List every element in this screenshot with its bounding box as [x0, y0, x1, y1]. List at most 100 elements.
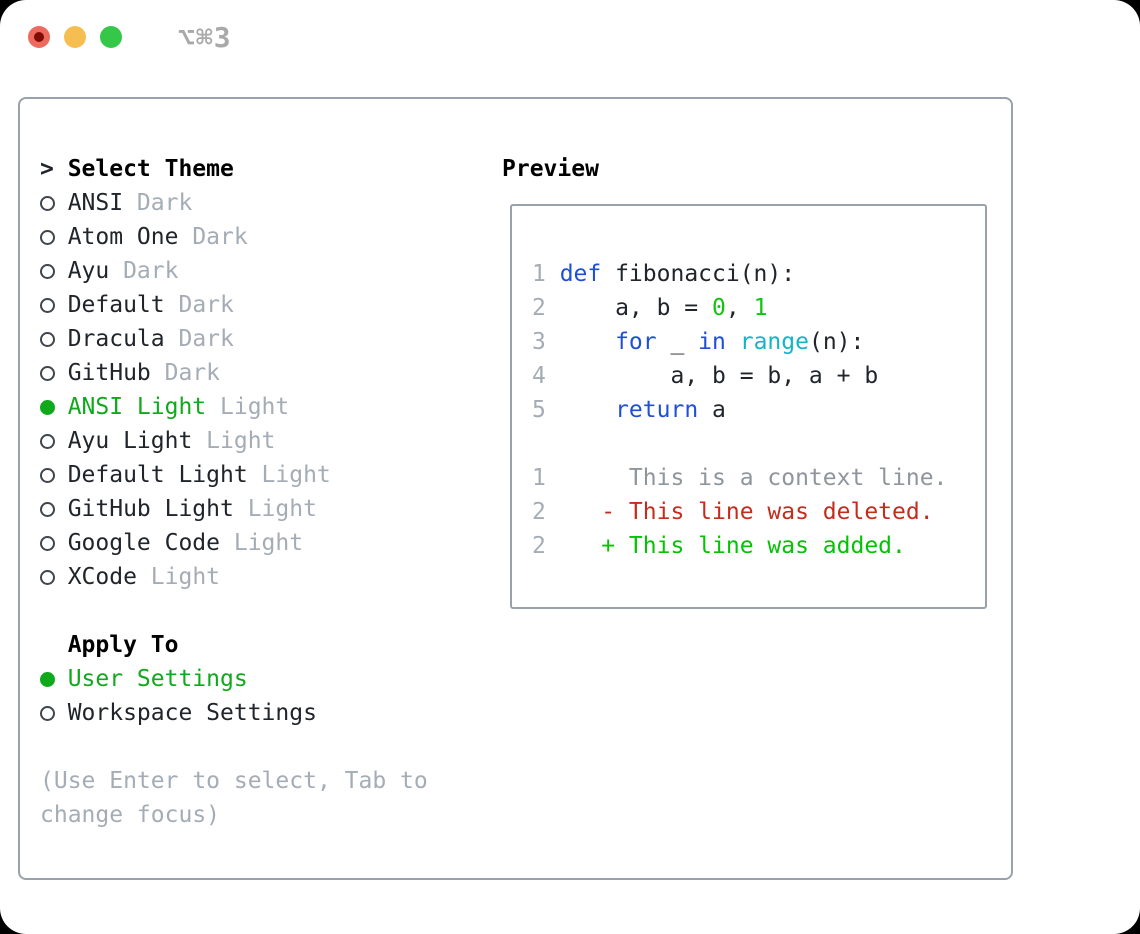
code-segment: (n): — [808, 329, 865, 355]
theme-variant-label: Light — [233, 530, 304, 556]
radio-icon — [40, 263, 55, 279]
theme-name: Ayu Light — [67, 428, 193, 454]
theme-name: GitHub Light — [67, 496, 234, 522]
preview-title: Preview — [502, 156, 599, 182]
apply-option-workspace-settings[interactable]: Workspace Settings — [40, 696, 428, 730]
theme-variant-label: Dark — [178, 292, 234, 318]
theme-variant-label: Light — [206, 428, 276, 454]
code-line: 1 def fibonacci(n): — [532, 257, 985, 291]
code-line — [532, 427, 985, 461]
radio-icon — [40, 331, 55, 347]
code-segment: 0 — [712, 295, 726, 321]
apply-to-header: Apply To — [40, 628, 428, 662]
zoom-button[interactable] — [100, 26, 122, 48]
window-title: ⌥⌘3 — [178, 20, 232, 54]
code-segment — [726, 325, 740, 359]
code-segment: return — [615, 397, 699, 423]
prompt-icon: > — [40, 156, 54, 182]
theme-option-xcode-light[interactable]: XCode Light — [40, 560, 428, 594]
apply-option-label: User Settings — [67, 666, 248, 692]
theme-variant-label: Dark — [164, 360, 221, 386]
line-number: 2 — [532, 533, 546, 559]
radio-icon — [40, 705, 55, 721]
theme-variant-label: Dark — [136, 190, 193, 216]
theme-name: ANSI Light — [67, 394, 207, 420]
theme-variant-label: Dark — [123, 258, 179, 284]
code-segment: This is a context line. — [559, 465, 948, 491]
theme-option-ayu-dark[interactable]: Ayu Dark — [40, 254, 428, 288]
line-number: 1 — [532, 261, 546, 287]
code-segment: - This line was deleted. — [559, 499, 934, 525]
line-number: 3 — [532, 329, 546, 355]
code-segment: a, b = — [559, 295, 713, 321]
radio-icon — [40, 365, 55, 381]
help-text-line: change focus) — [40, 802, 221, 828]
code-line: 5 return a — [532, 393, 985, 427]
radio-selected-icon — [40, 671, 55, 687]
code-line: 2 - This line was deleted. — [532, 495, 985, 529]
theme-name: Ayu — [67, 258, 110, 284]
line-number — [532, 427, 560, 461]
radio-slot — [40, 433, 68, 449]
spacer — [40, 594, 428, 628]
theme-variant-label: Dark — [192, 224, 248, 250]
code-segment — [560, 393, 615, 427]
help-text-line: (Use Enter to select, Tab to — [40, 768, 428, 794]
theme-variant-label: Light — [150, 564, 221, 590]
code-line: 2 a, b = 0, 1 — [532, 291, 985, 325]
theme-name: Google Code — [67, 530, 221, 556]
theme-name: XCode — [67, 564, 137, 590]
code-segment — [560, 325, 615, 359]
radio-slot — [40, 365, 68, 381]
code-segment: range — [739, 329, 809, 355]
apply-to-title: Apply To — [67, 632, 179, 658]
line-number: 2 — [532, 499, 546, 525]
code-line: 3 for _ in range(n): — [532, 325, 985, 359]
radio-slot — [40, 569, 68, 585]
theme-name: Default — [67, 292, 165, 318]
code-segment: def — [559, 261, 602, 287]
select-theme-header: >Select Theme — [40, 152, 428, 186]
radio-slot — [40, 671, 68, 687]
code-segment: in — [698, 329, 726, 355]
close-button[interactable] — [28, 26, 50, 48]
theme-name: ANSI — [67, 190, 124, 216]
code-segment: a — [698, 397, 726, 423]
apply-option-label: Workspace Settings — [67, 700, 317, 726]
theme-option-ansi-dark[interactable]: ANSI Dark — [40, 186, 428, 220]
code-segment: 1 — [753, 295, 768, 321]
apply-option-user-settings[interactable]: User Settings — [40, 662, 428, 696]
code-segment: fibonacci(n): — [601, 261, 796, 287]
close-dot-icon — [34, 32, 44, 42]
radio-icon — [40, 501, 55, 517]
radio-slot — [40, 501, 68, 517]
theme-variant-label: Dark — [178, 326, 234, 352]
radio-icon — [40, 569, 55, 585]
theme-option-default-light[interactable]: Default Light Light — [40, 458, 428, 492]
theme-option-google-code-light[interactable]: Google Code Light — [40, 526, 428, 560]
radio-selected-icon — [40, 399, 55, 415]
theme-option-ayu-light[interactable]: Ayu Light Light — [40, 424, 428, 458]
radio-slot — [40, 467, 68, 483]
radio-slot — [40, 399, 68, 415]
theme-name: Default Light — [67, 462, 248, 488]
line-number: 4 — [532, 363, 546, 389]
radio-slot — [40, 229, 68, 245]
code-segment: _ — [656, 329, 699, 355]
code-segment: , — [725, 295, 754, 321]
theme-variant-label: Light — [261, 462, 331, 488]
theme-option-default-dark[interactable]: Default Dark — [40, 288, 428, 322]
minimize-button[interactable] — [64, 26, 86, 48]
radio-slot — [40, 535, 68, 551]
